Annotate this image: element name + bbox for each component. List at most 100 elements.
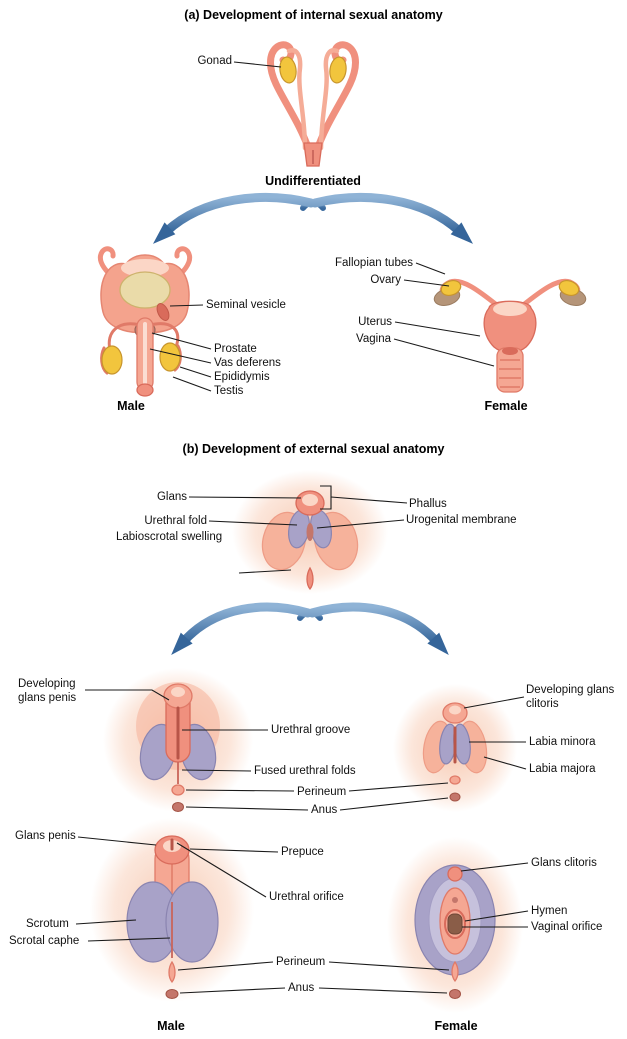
arrow-to-male-external [171,602,313,656]
leader-prostate [151,332,212,350]
leader-urethral-fold [208,520,298,526]
uterus-fundus-highlight [493,302,527,316]
caption-undifferentiated: Undifferentiated [265,174,361,188]
label-urethral-fold: Urethral fold [144,515,207,527]
anus-shape [449,792,461,802]
leader-phallus [330,496,408,504]
peritoneal-fold [121,259,169,277]
leader-epididymis [179,366,212,378]
leader-perineum-adult-female [328,961,450,971]
cervix-shape [502,347,518,355]
leader-uterus [394,321,481,337]
leader-glans [188,496,302,499]
label-urogenital-membrane: Urogenital membrane [406,514,517,526]
perineum-shape [168,960,176,984]
leader-labia-majora [483,756,527,770]
leader-scrotum [75,919,137,925]
leader-urogenital-membrane [316,519,405,529]
perineal-tag [306,566,314,591]
leader-labioscrotal-swelling [238,569,292,574]
leader-perineum-developing-male [185,789,295,792]
leader-testis [172,376,212,392]
label-glans: Glans [156,491,187,503]
leader-glans-clitoris [460,862,529,872]
perineum-shape [171,784,185,796]
ovary-left [440,279,462,297]
label-uterus: Uterus [358,316,392,328]
testis-left [101,345,123,375]
arrow-to-female-external [307,602,449,656]
caption-female-internal: Female [484,399,528,413]
label-gonad: Gonad [197,55,232,67]
clitoris-highlight [449,705,461,715]
arrow-to-male-internal [152,193,316,244]
label-perineum-developing: Perineum [297,786,347,798]
gonad-left [279,56,297,84]
perineum-shape [451,960,459,983]
label-prostate: Prostate [214,343,257,355]
branch-arrows-internal [152,193,474,244]
label-vaginal-orifice: Vaginal orifice [531,921,603,933]
caption-male-external: Male [157,1019,185,1033]
leader-seminal-vesicle [169,304,204,307]
label-scrotal-raphe: Scrotal caphe [9,935,80,947]
label-labia-minora: Labia minora [529,736,596,748]
uterus-shape [483,300,537,353]
undifferentiated-internal-illustration [267,41,359,167]
perineum-shape [449,775,461,785]
leader-perineum-developing-female [348,782,449,792]
leader-anus-developing-male [185,806,309,811]
duct-left-inner [286,48,308,151]
anus-shape [165,989,179,999]
leader-lines [75,61,529,994]
bladder [119,271,171,309]
leader-glans-penis [77,836,157,846]
male-internal-illustration [97,246,193,397]
anus-shape [449,989,461,999]
caption-male-internal: Male [117,399,145,413]
duct-right-inner [318,48,340,151]
label-labia-majora: Labia majora [529,763,596,775]
urogenital-membrane-shape [306,523,314,541]
label-ovary: Ovary [370,274,401,286]
developing-female-external-illustration [393,684,517,812]
vas-deferens-left [107,322,142,352]
anus-shape [172,802,184,812]
label-labioscrotal-swelling: Labioscrotal swelling [116,531,223,543]
leader-developing-glans-clitoris [463,696,525,709]
glans-clitoris-shape [447,866,463,882]
label-seminal-vesicle: Seminal vesicle [206,299,286,311]
label-vagina: Vagina [356,333,391,345]
leader-urethral-orifice [176,842,267,898]
label-urethral-orifice: Urethral orifice [269,891,344,903]
adult-female-external-illustration [387,837,523,1013]
gonad-right [329,56,347,84]
testis-right [159,342,181,372]
leader-gonad [233,61,282,68]
hymen-shape [444,909,466,939]
leader-anus-adult-male [179,987,286,994]
seminal-vesicle-shape [156,303,170,321]
label-glans-clitoris: Glans clitoris [531,857,597,869]
label-anus-developing: Anus [311,804,338,816]
label-testis: Testis [214,385,244,397]
leader-anus-developing-female [339,797,449,811]
label-fused-urethral-folds: Fused urethral folds [254,765,356,777]
developing-male-external-illustration [103,668,253,812]
glans-highlight [171,687,185,697]
label-glans-penis: Glans penis [15,830,76,842]
label-developing-glans-clitoris: Developing glans clitoris [526,684,615,710]
leader-ovary [403,279,450,287]
section-a-title: (a) Development of internal sexual anato… [184,8,443,22]
label-urethral-groove: Urethral groove [271,724,351,736]
label-scrotum: Scrotum [26,918,69,930]
label-anus-adult: Anus [288,982,315,994]
section-b-title: (b) Development of external sexual anato… [182,442,445,456]
label-epididymis: Epididymis [214,371,270,383]
leader-developing-glans-penis [85,689,170,701]
scrotum-right [165,881,219,963]
label-phallus: Phallus [409,498,447,510]
glans-highlight [302,494,318,506]
